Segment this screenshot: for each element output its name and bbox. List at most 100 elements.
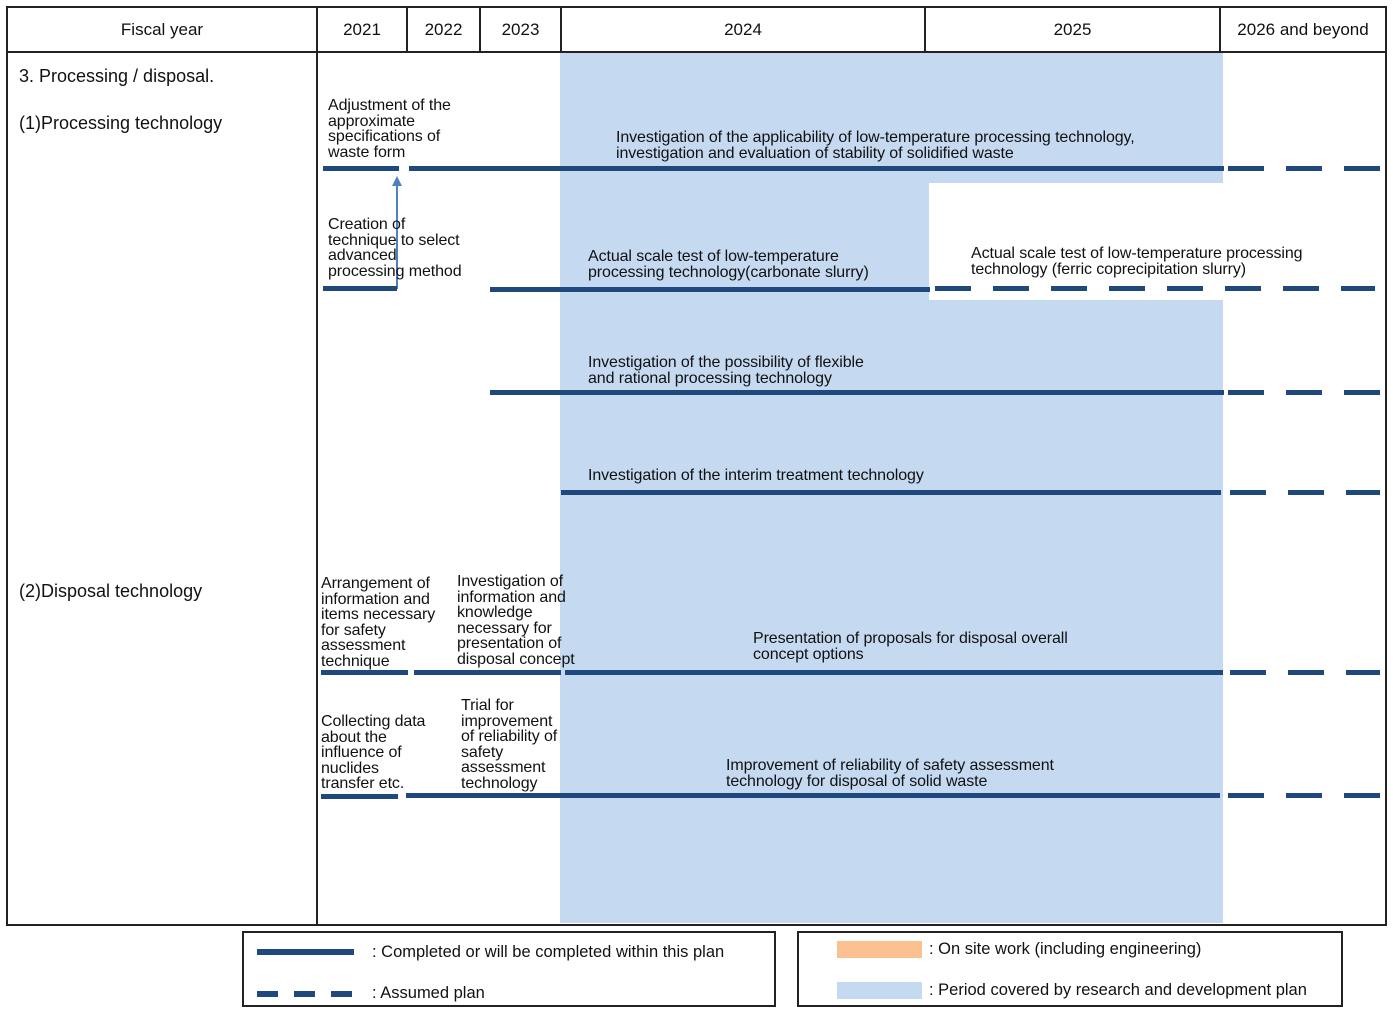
task-reliability-improvement: Improvement of reliability of safety ass… [726,758,1054,789]
bar-reliability-completed [561,793,1220,798]
section-disposal-technology: (2)Disposal technology [19,581,203,601]
task-line: information and [321,590,430,608]
header-year-2023: 2023 [501,20,540,39]
bar-proposals-assumed [1230,670,1380,675]
task-line: Arrangement of [321,575,430,592]
bar-low-temperature-completed [409,166,1224,171]
shade-gap-2025 [929,183,1223,300]
task-line: specifications of [328,128,441,145]
legend-periods: : On site work (including engineering) :… [797,931,1343,1007]
legend-onsite-swatch [837,941,922,958]
task-line: influence of [321,744,402,761]
section-processing-technology: (1)Processing technology [19,113,223,133]
task-line: Investigation of the applicability of lo… [616,129,1135,146]
task-line: Investigation of the possibility of flex… [588,354,864,371]
bar-ferric-assumed [935,286,1375,291]
header-year-2024: 2024 [724,20,762,39]
bar-knowledge-completed [414,670,561,675]
task-line: Improvement of reliability of safety ass… [726,757,1054,774]
task-line: Collecting data [321,713,426,730]
bar-flexible-completed [490,390,1224,395]
task-line: Investigation of [457,573,564,590]
task-line: assessment [461,759,546,776]
bar-flexible-assumed [1228,390,1380,395]
task-line: knowledge [457,604,533,621]
bar-collecting-completed [321,794,398,799]
task-interim-treatment: Investigation of the interim treatment t… [588,468,924,484]
bar-interim-completed [561,490,1221,495]
task-line: Creation of [328,216,406,233]
header-fiscal-year: Fiscal year [120,20,204,39]
task-creation-technique: Creation of technique to select advanced… [328,217,462,279]
section-processing-disposal: 3. Processing / disposal. [19,66,215,86]
legend-dashed-line [257,991,354,997]
header-year-2022: 2022 [424,20,463,39]
task-line: information and [457,588,566,606]
task-line: improvement [461,712,553,730]
bar-arrangement-completed [321,670,408,675]
task-ferric-slurry-test: Actual scale test of low-temperature pro… [971,245,1303,278]
task-line: technology for disposal of solid waste [726,772,988,790]
task-line: safety [461,743,504,761]
task-line: processing technology(carbonate slurry) [588,263,869,281]
legend-onsite-label: : On site work (including engineering) [929,940,1202,958]
task-knowledge-investigation: Investigation of information and knowled… [457,574,575,667]
task-trial-improvement: Trial for improvement of reliability of … [461,698,557,791]
bar-low-temperature-assumed [1228,166,1380,171]
task-line: advanced [328,247,397,264]
bar-trial-completed [406,793,561,798]
task-line: nuclides [321,759,379,777]
task-adjustment-specifications: Adjustment of the approximate specificat… [328,98,451,160]
task-line: Investigation of the interim treatment t… [588,467,924,484]
legend-assumed-label: : Assumed plan [372,984,485,1002]
task-line: necessary for [457,619,552,637]
arrow-up-icon [392,176,402,289]
col-divider-2023 [560,6,562,52]
task-line: concept options [753,645,864,663]
task-line: Trial for [461,697,514,714]
col-divider-label [316,6,318,926]
col-divider-2022 [479,6,481,52]
task-flexible-rational: Investigation of the possibility of flex… [588,355,864,386]
bar-proposals-completed [565,670,1223,675]
task-line: transfer etc. [321,775,405,792]
task-line: presentation of [457,635,562,652]
legend-completed-label: : Completed or will be completed within … [372,943,725,961]
task-line: Presentation of proposals for disposal o… [753,630,1068,647]
legend-solid-line [257,949,354,955]
task-disposal-proposals: Presentation of proposals for disposal o… [753,631,1068,662]
task-line: technique to select [328,231,460,249]
task-line: about the [321,728,387,746]
task-line: processing method [328,262,462,280]
header-divider [6,51,1387,53]
task-line: disposal concept [457,650,575,668]
task-line: of reliability of [461,728,558,745]
task-line: assessment [321,637,406,654]
task-line: technique [321,652,390,670]
task-arrangement-information: Arrangement of information and items nec… [321,576,435,669]
task-line: Adjustment of the [328,97,451,114]
col-divider-2021 [406,6,408,52]
task-low-temperature-investigation: Investigation of the applicability of lo… [616,130,1135,161]
bar-creation-completed [323,286,397,291]
col-divider-2024 [924,6,926,52]
task-line: technology [461,774,538,792]
task-line: Actual scale test of low-temperature [588,248,839,265]
task-line: and rational processing technology [588,369,832,387]
task-line: for safety [321,621,386,639]
legend-period-swatch [837,982,922,999]
task-collecting-data: Collecting data about the influence of n… [321,714,425,792]
table-frame [6,6,1387,926]
task-line: approximate [328,112,415,130]
header-year-2025: 2025 [1053,20,1092,39]
task-line: investigation and evaluation of stabilit… [616,144,1014,162]
legend-period-label: : Period covered by research and develop… [929,981,1307,999]
col-divider-2025 [1219,6,1221,52]
task-line: waste form [328,143,406,161]
bar-reliability-assumed [1228,793,1380,798]
task-line: technology (ferric coprecipitation slurr… [971,260,1247,278]
task-carbonate-slurry-test: Actual scale test of low-temperature pro… [588,249,869,280]
task-line: Actual scale test of low-temperature pro… [971,245,1303,262]
bar-adjustment-completed [323,166,399,171]
bar-interim-assumed [1230,490,1380,495]
